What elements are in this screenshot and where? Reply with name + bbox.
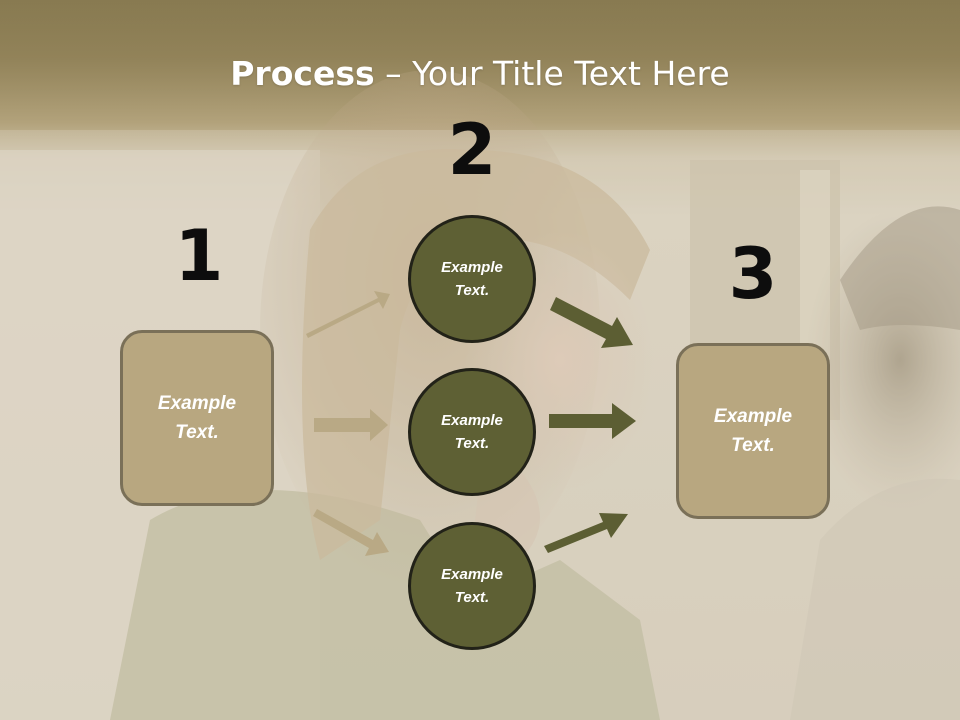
step-number-2: 2 [447,109,497,191]
arrow-to-circle-2 [314,409,388,441]
left-box-text: Example Text. [157,393,237,443]
step-number-1: 1 [174,215,224,297]
step-number-3: 3 [728,233,778,315]
right-box: Example Text. [676,343,830,519]
left-box: Example Text. [120,330,274,506]
title-rest: – Your Title Text Here [374,54,730,93]
circle-3: Example Text. [408,522,536,650]
circle-2: Example Text. [408,368,536,496]
slide-title: Process – Your Title Text Here [0,52,960,96]
circle-1: Example Text. [408,215,536,343]
circle-3-text: Example Text. [441,566,503,606]
title-bold: Process [230,54,375,93]
arrow-to-circle-3 [313,509,389,556]
circle-1-text: Example Text. [441,259,503,299]
right-box-text: Example Text. [713,406,793,456]
circle-2-text: Example Text. [441,412,503,452]
arrow-from-circle-3 [544,513,628,553]
arrow-to-circle-1 [306,291,390,338]
arrow-from-circle-2 [549,403,636,439]
arrow-from-circle-1 [550,297,633,348]
